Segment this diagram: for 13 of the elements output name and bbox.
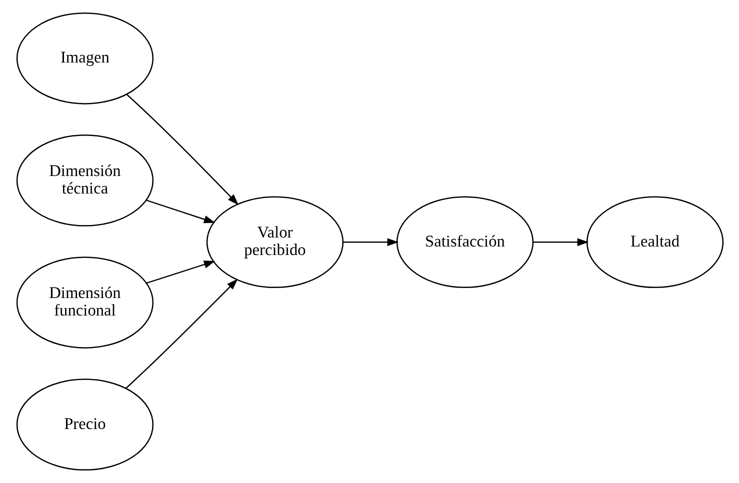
node-ellipse: Valor percibido xyxy=(206,196,344,288)
arrow xyxy=(126,94,238,206)
node-ellipse: Dimensión funcional xyxy=(16,256,154,348)
arrow xyxy=(125,278,238,389)
node-ellipse: Lealtad xyxy=(586,196,724,288)
node-ellipse: Imagen xyxy=(16,12,154,104)
node-ellipse: Precio xyxy=(16,378,154,471)
arrow xyxy=(146,200,215,224)
arrow xyxy=(342,238,398,246)
arrow xyxy=(146,260,215,284)
node-ellipse: Dimensión técnica xyxy=(16,134,154,226)
arrow xyxy=(532,238,588,246)
node-ellipse: Satisfacción xyxy=(396,196,534,288)
